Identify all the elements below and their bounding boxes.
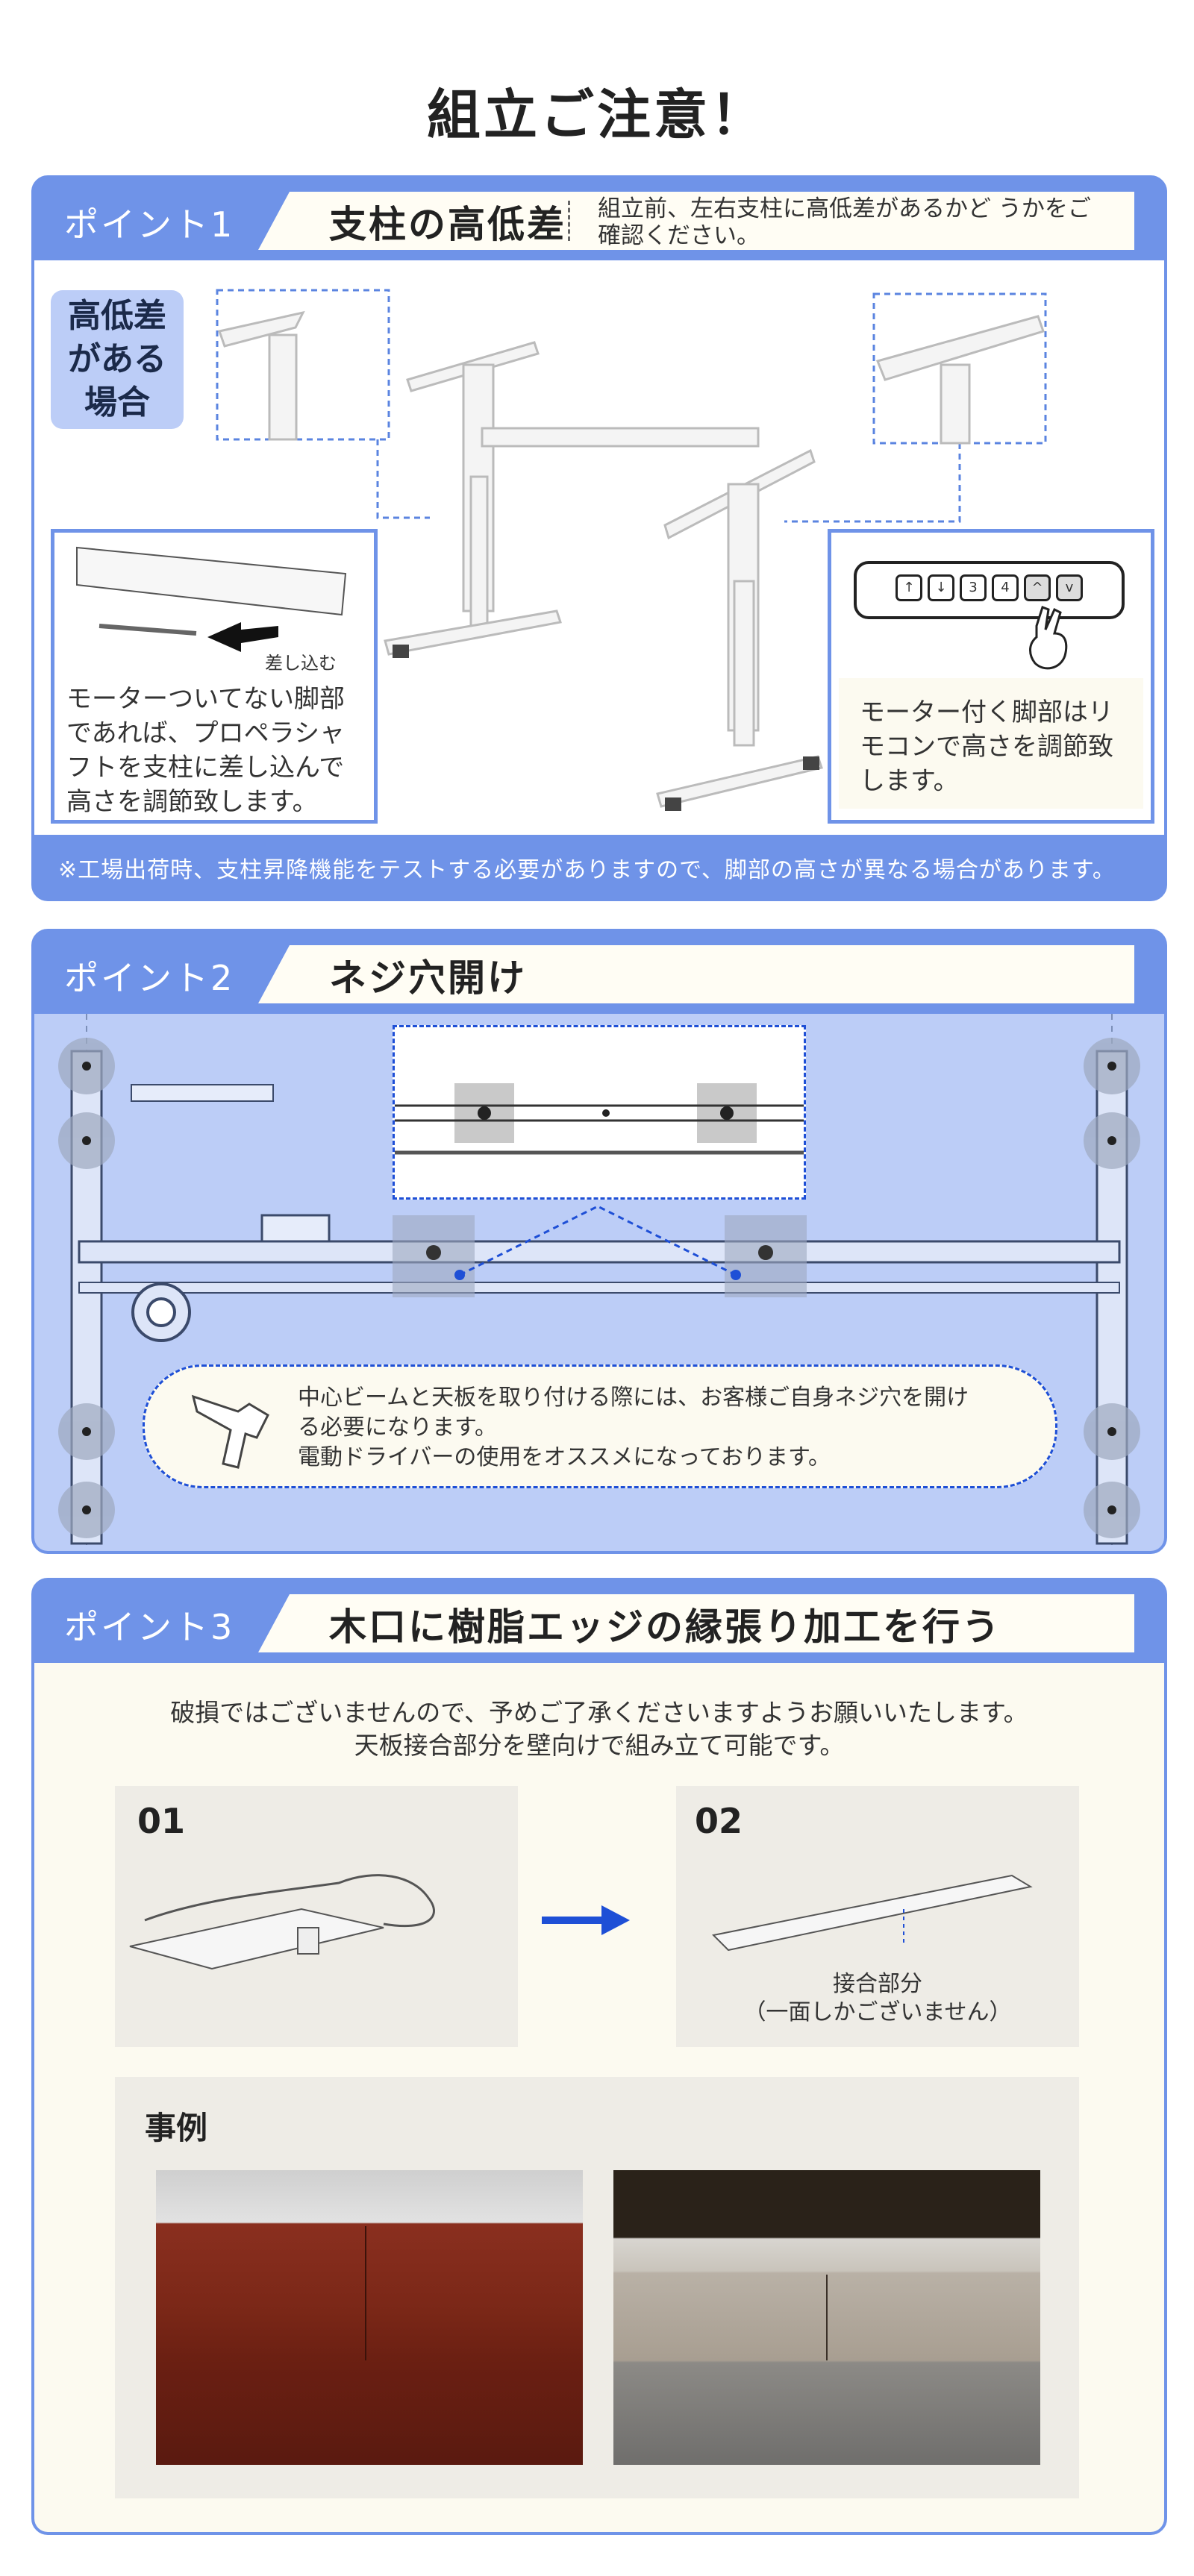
point1-body: 高低差 がある 場合: [34, 260, 1164, 835]
right-caption-bg: [839, 678, 1143, 809]
frame-top-view-illustration: [58, 1014, 1140, 1551]
point1-label: ポイント1: [64, 204, 235, 245]
right-inset-box: ↑ ↓ 3 4 ^ v モーター付く脚部はリモコンで高さを調節致します。: [828, 529, 1154, 824]
point2-heading: ネジ穴開け: [329, 956, 527, 1000]
point1-heading-divider: [568, 201, 570, 241]
point3-intro: 破損ではございませんので、予めご了承くださいますようお願いいたします。 天板接合…: [34, 1696, 1164, 1762]
point3-body: 破損ではございませんので、予めご了承くださいますようお願いいたします。 天板接合…: [34, 1663, 1164, 2532]
hand-pointer-icon: [1029, 606, 1068, 670]
point1-footer-note: ※工場出荷時、支柱昇降機能をテストする必要がありますので、脚部の高さが異なる場合…: [58, 857, 1116, 883]
point2-card: ポイント2 ネジ穴開け: [31, 929, 1167, 1554]
badge-line-1: 高低差: [68, 297, 166, 335]
left-caption: モーターついてない脚部であれば、プロペラシャフトを支柱に差し込んで高さを調節致し…: [66, 684, 345, 817]
example-title: 事例: [145, 2110, 208, 2146]
step-01-number: 01: [137, 1801, 186, 1841]
remote-control: ↑ ↓ 3 4 ^ v: [854, 561, 1125, 619]
edge-banding-illustration: [129, 1874, 435, 1970]
point3-heading: 木口に樹脂エッジの縁張り加工を行う: [329, 1605, 1001, 1649]
remote-down-button: ↓: [928, 574, 954, 601]
desk-frame-illustration: [216, 289, 1047, 811]
remote-raise-button: ^: [1024, 574, 1051, 601]
point3-card: ポイント3 木口に樹脂エッジの縁張り加工を行う 破損ではございませんので、予めご…: [31, 1578, 1167, 2535]
remote-preset-3: 3: [960, 574, 987, 601]
drill-icon: [191, 1394, 269, 1469]
example-photo-dark-wood: [156, 2170, 583, 2465]
point3-label: ポイント3: [64, 1607, 235, 1647]
insert-label: 差し込む: [265, 653, 337, 674]
badge-line-2: がある: [68, 340, 166, 378]
height-diff-badge: 高低差 がある 場合: [51, 290, 184, 429]
drilling-note-line-2: る必要になります。: [298, 1414, 497, 1441]
remote-preset-4: 4: [992, 574, 1019, 601]
page-title: 組立ご注意！: [426, 84, 767, 146]
point2-heading-bar: [258, 945, 1134, 1003]
drilling-note-line-3: 電動ドライバーの使用をオススメになっております。: [298, 1444, 831, 1470]
example-photo-light-wood: [613, 2170, 1040, 2465]
point1-card: ポイント1 支柱の高低差 組立前、左右支柱に高低差があるかど うかをご確認くださ…: [31, 175, 1167, 901]
zoom-box-left: [216, 289, 390, 441]
point1-heading: 支柱の高低差: [329, 203, 566, 246]
dark-wood-seam: [365, 2226, 366, 2360]
point3-intro-line-2: 天板接合部分を壁向けで組み立て可能です。: [354, 1731, 845, 1760]
step-02-panel: 02 接合部分 （一面しかございません）: [676, 1786, 1079, 2047]
example-panel: 事例: [115, 2077, 1079, 2498]
finished-board-illustration: [711, 1874, 1033, 1952]
step-02-number: 02: [695, 1801, 743, 1841]
point1-heading-bar: [258, 192, 1134, 250]
drilling-note-line-1: 中心ビームと天板を取り付ける際には、お客様ご自身ネジ穴を開け: [298, 1385, 969, 1411]
arrow-right-icon: [542, 1905, 630, 1935]
point1-description: 組立前、左右支柱に高低差があるかど うかをご確認ください。: [598, 195, 1091, 249]
remote-buttons: ↑ ↓ 3 4 ^ v: [896, 574, 1083, 601]
drilling-note: 中心ビームと天板を取り付ける際には、お客様ご自身ネジ穴を開け る必要になります。…: [143, 1364, 1057, 1488]
drilling-note-text: 中心ビームと天板を取り付ける際には、お客様ご自身ネジ穴を開け る必要になります。…: [298, 1383, 969, 1473]
arrow-icon: [207, 622, 278, 652]
badge-line-3: 場合: [84, 383, 150, 422]
remote-up-button: ↑: [896, 574, 922, 601]
right-caption: モーター付く脚部はリモコンで高さを調節致します。: [860, 698, 1113, 796]
remote-lower-button: v: [1056, 574, 1083, 601]
point2-body: 中心ビームと天板を取り付ける際には、お客様ご自身ネジ穴を開け る必要になります。…: [34, 1014, 1164, 1551]
screw-hole-zoom-inset: [393, 1025, 806, 1200]
step-01-panel: 01: [115, 1786, 518, 2047]
light-wood-seam: [826, 2275, 828, 2360]
point3-heading-bar: [258, 1594, 1134, 1652]
left-inset-box: 差し込む モーターついてない脚部であれば、プロペラシャフトを支柱に差し込んで高さ…: [51, 529, 378, 824]
shaft-insert-illustration: [76, 546, 347, 652]
point3-intro-line-1: 破損ではございませんので、予めご了承くださいますようお願いいたします。: [170, 1698, 1028, 1727]
zoomed-beam-illustration: [395, 1083, 804, 1155]
joint-sublabel: （一面しかございません）: [743, 1999, 1012, 2025]
point2-label: ポイント2: [64, 958, 235, 998]
zoom-box-right: [872, 292, 1047, 445]
joint-label: 接合部分: [833, 1971, 922, 1997]
